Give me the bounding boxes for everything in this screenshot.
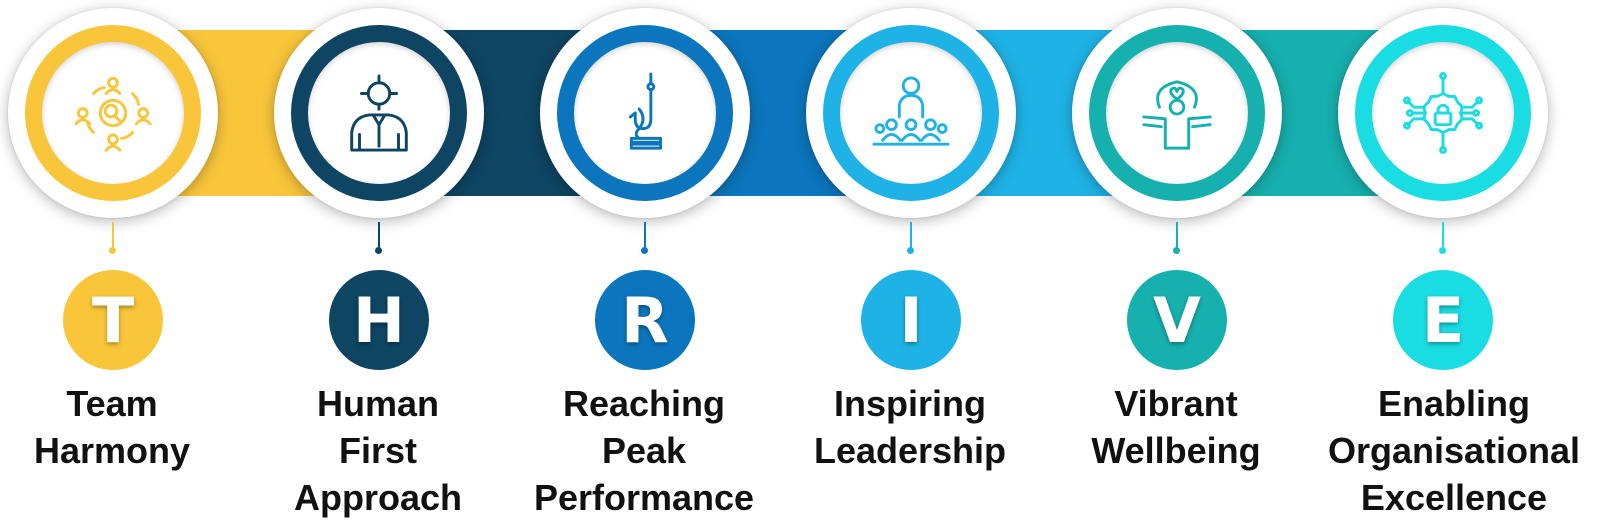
step-label-i: Inspiring Leadership bbox=[780, 380, 1040, 474]
label-line: Team bbox=[66, 383, 158, 424]
icon-holder-i bbox=[840, 42, 982, 184]
connector-line-r bbox=[644, 222, 646, 250]
label-line: Human bbox=[316, 383, 439, 424]
step-label-t: Team Harmony bbox=[0, 380, 242, 474]
letter-badge-h: H bbox=[329, 270, 429, 370]
connector-line-t bbox=[112, 222, 114, 250]
circle-human-first-approach bbox=[274, 8, 484, 218]
label-line: Reaching bbox=[562, 383, 726, 424]
connector-line-i bbox=[910, 222, 912, 250]
connector-dot-h bbox=[375, 247, 382, 254]
connector-dot-r bbox=[641, 247, 648, 254]
connector-line-e bbox=[1442, 222, 1444, 250]
label-line: First bbox=[338, 430, 417, 471]
label-line: Excellence bbox=[1360, 477, 1548, 518]
label-line: Leadership bbox=[813, 430, 1007, 471]
ring-color-v bbox=[1089, 25, 1265, 201]
label-line: Harmony bbox=[33, 430, 191, 471]
connector-line-v bbox=[1176, 222, 1178, 250]
ring-color-i bbox=[823, 25, 999, 201]
icon-holder-v bbox=[1106, 42, 1248, 184]
ring-color-t bbox=[25, 25, 201, 201]
letter-badge-r: R bbox=[595, 270, 695, 370]
connector-dot-e bbox=[1439, 247, 1446, 254]
letter-badge-t: T bbox=[63, 270, 163, 370]
network-lock-icon bbox=[1403, 72, 1483, 154]
wellbeing-person-icon bbox=[1142, 80, 1212, 150]
circle-inspiring-leadership bbox=[806, 8, 1016, 218]
label-line: Inspiring bbox=[834, 383, 986, 424]
connector-dot-v bbox=[1173, 247, 1180, 254]
icon-holder-r bbox=[574, 42, 716, 184]
label-line: Enabling bbox=[1378, 383, 1530, 424]
step-label-e: Enabling Organisational Excellence bbox=[1312, 380, 1596, 521]
ring-color-r bbox=[557, 25, 733, 201]
circle-team-harmony bbox=[8, 8, 218, 218]
label-line: Wellbeing bbox=[1091, 430, 1261, 471]
connector-dot-i bbox=[907, 247, 914, 254]
fishing-hook-icon bbox=[628, 72, 663, 150]
icon-holder-t bbox=[42, 42, 184, 184]
leader-audience-icon bbox=[872, 76, 950, 146]
step-label-v: Vibrant Wellbeing bbox=[1046, 380, 1306, 474]
step-label-r: Reaching Peak Performance bbox=[514, 380, 774, 521]
label-line: Approach bbox=[293, 477, 462, 518]
label-line: Vibrant bbox=[1114, 383, 1238, 424]
letter-badge-e: E bbox=[1393, 270, 1493, 370]
label-line: Peak bbox=[601, 430, 687, 471]
ring-color-e bbox=[1355, 25, 1531, 201]
letter-badge-i: I bbox=[861, 270, 961, 370]
team-collaboration-icon bbox=[74, 76, 152, 152]
circle-reaching-peak-performance bbox=[540, 8, 750, 218]
connector-line-h bbox=[378, 222, 380, 250]
circle-enabling-organisational-excellence bbox=[1338, 8, 1548, 218]
circle-vibrant-wellbeing bbox=[1072, 8, 1282, 218]
icon-holder-e bbox=[1372, 42, 1514, 184]
letter-badge-v: V bbox=[1127, 270, 1227, 370]
label-line: Organisational bbox=[1327, 430, 1581, 471]
person-target-icon bbox=[350, 74, 408, 152]
step-label-h: Human First Approach bbox=[248, 380, 508, 521]
label-line: Performance bbox=[533, 477, 755, 518]
connector-dot-t bbox=[109, 247, 116, 254]
ring-color-h bbox=[291, 25, 467, 201]
icon-holder-h bbox=[308, 42, 450, 184]
